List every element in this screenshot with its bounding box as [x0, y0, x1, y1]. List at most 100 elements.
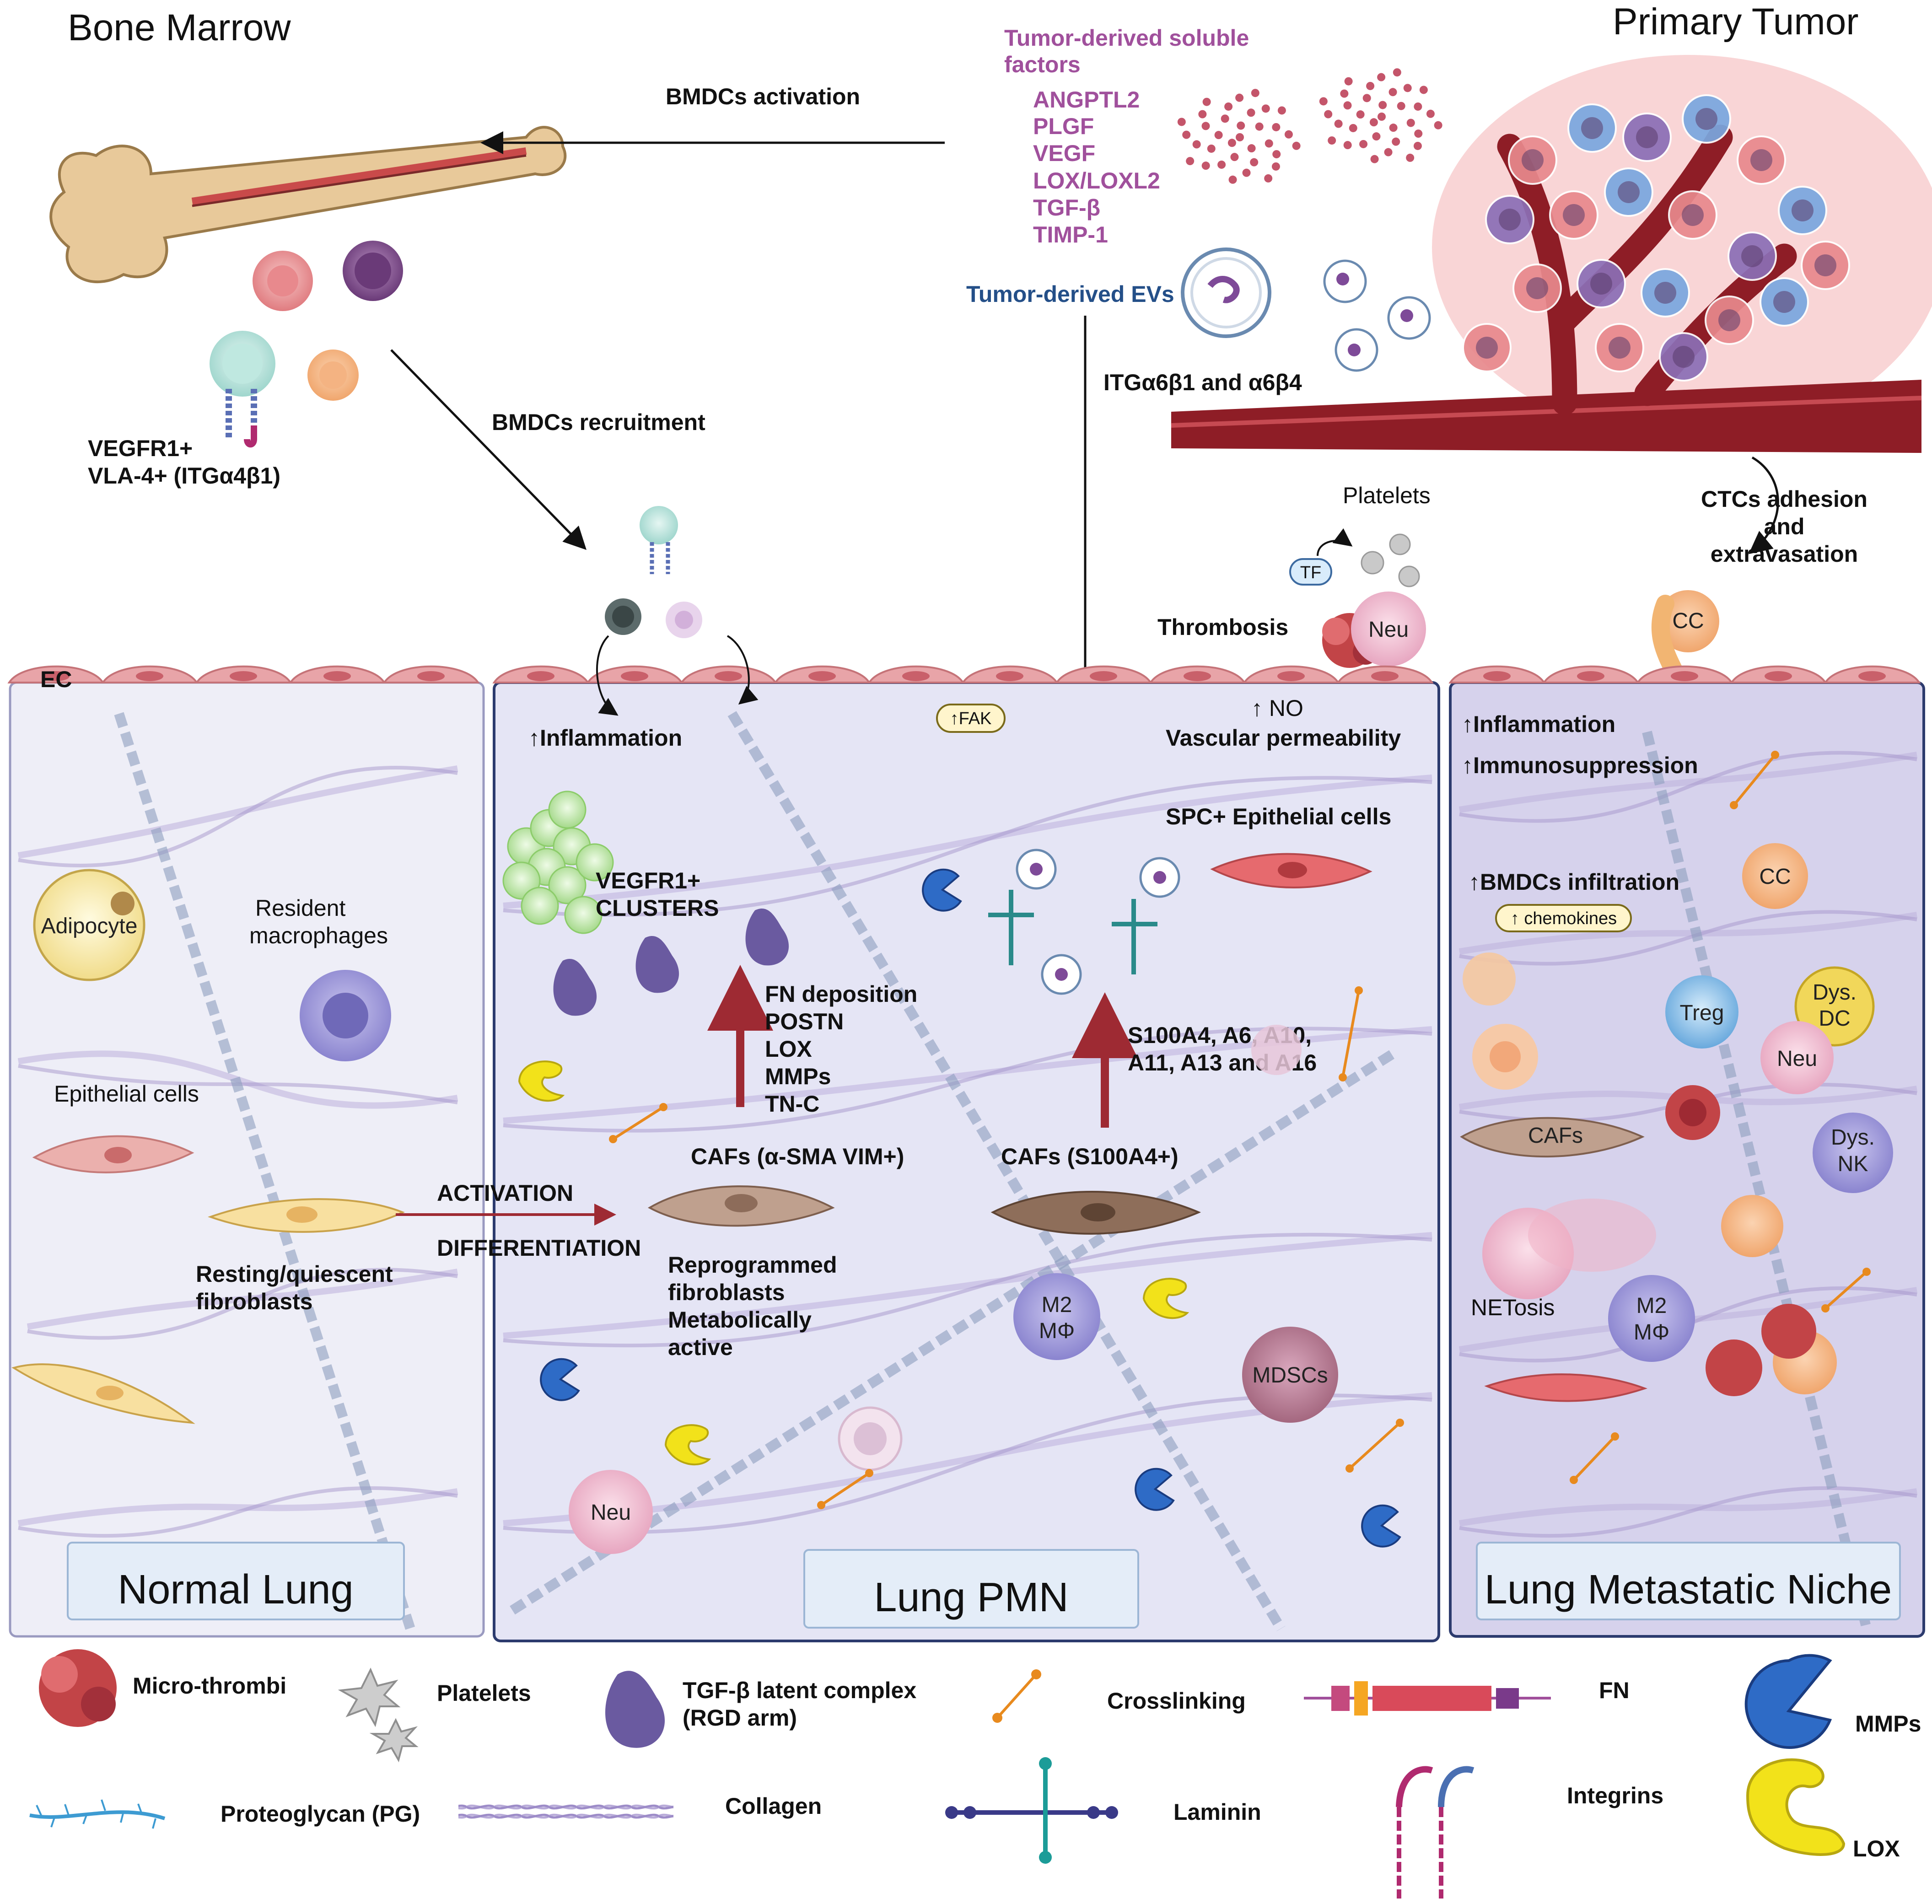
meta-inflammation-label: ↑Inflammation — [1462, 711, 1615, 737]
cafs-sma-label: CAFs (α-SMA VIM+) — [691, 1144, 904, 1169]
resident-macrophages-label-1: Resident — [255, 895, 345, 921]
lox-icons — [518, 1060, 1189, 1466]
integrins-label: ITGα6β1 and α6β4 — [1103, 370, 1302, 395]
fn-item-4: TN-C — [765, 1091, 819, 1117]
spc-epithelial-label: SPC+ Epithelial cells — [1166, 804, 1391, 829]
legend-fn: FN — [1599, 1678, 1630, 1703]
factor-vegf: VEGF — [1033, 140, 1095, 166]
legend-tgfb-1: TGF-β latent complex — [683, 1678, 916, 1703]
treg-cell — [1665, 975, 1738, 1049]
blood-vessel — [1171, 380, 1921, 453]
bmdcs-activation-label: BMDCs activation — [666, 84, 860, 109]
factor-lox: LOX/LOXL2 — [1033, 168, 1160, 194]
resting-fibroblasts-label-1: Resting/quiescent — [196, 1261, 393, 1287]
cc-top-label: CC — [1672, 609, 1704, 633]
legend-tgfb-icon — [605, 1671, 665, 1748]
bmdc-marker-vegfr1: VEGFR1+ — [88, 436, 193, 461]
tf-badge — [1289, 558, 1332, 586]
fak-label: ↑FAK — [950, 709, 992, 728]
primary-tumor-illustration — [1171, 55, 1932, 453]
factor-timp1: TIMP-1 — [1033, 222, 1108, 247]
fn-list: FN deposition POSTN LOX MMPs TN-C — [765, 981, 917, 1117]
lung-pmn-title: Lung PMN — [874, 1575, 1068, 1620]
legend-tgfb-2: (RGD arm) — [683, 1705, 797, 1731]
vegfr1-clusters-label-1: VEGFR1+ — [596, 868, 700, 893]
legend-proteoglycan: Proteoglycan (PG) — [221, 1801, 420, 1827]
legend-fn-icon — [1304, 1681, 1551, 1716]
ctcs-label-1: CTCs adhesion — [1701, 486, 1867, 512]
no-label: ↑ NO — [1251, 695, 1303, 721]
vla4-integrin-icon — [226, 389, 257, 439]
primary-tumor-heading: Primary Tumor — [1613, 1, 1859, 43]
soluble-factors-title-1: Tumor-derived soluble — [1004, 25, 1249, 51]
dys-nk-label-1: Dys. — [1831, 1125, 1875, 1150]
legend-integrins-icon — [1396, 1766, 1475, 1899]
resting-fibroblasts-label-2: fibroblasts — [196, 1289, 313, 1314]
ev-vesicle-icons — [1181, 247, 1431, 372]
pmn-m2-label-2: MΦ — [1039, 1319, 1075, 1343]
dys-dc-label-2: DC — [1819, 1006, 1850, 1031]
bmdcs-recruitment-label: BMDCs recruitment — [492, 409, 705, 435]
netosis-label: NETosis — [1471, 1295, 1555, 1320]
meta-cafs-label: CAFs — [1528, 1124, 1583, 1148]
legend-lox-icon — [1746, 1758, 1846, 1856]
legend-mmps-icon — [1744, 1654, 1832, 1749]
platelet-icons — [1361, 533, 1420, 587]
fak-badge — [936, 704, 1006, 733]
factor-tgfb: TGF-β — [1033, 195, 1100, 221]
resident-macrophages-label-2: macrophages — [249, 923, 388, 948]
bone-marrow-heading: Bone Marrow — [68, 7, 291, 48]
differentiation-label: DIFFERENTIATION — [437, 1235, 641, 1261]
tumor-evs-label: Tumor-derived EVs — [966, 281, 1174, 307]
fn-item-1: POSTN — [765, 1009, 844, 1034]
legend-proteoglycan-icon — [29, 1799, 166, 1829]
chemokines-badge — [1495, 904, 1632, 932]
treg-label: Treg — [1680, 1001, 1724, 1025]
chemokines-label: ↑ chemokines — [1511, 909, 1617, 928]
mdsc-label: MDSCs — [1252, 1363, 1328, 1388]
neutrophil-top — [1351, 592, 1426, 667]
legend-micro-thrombi: Micro-thrombi — [133, 1673, 286, 1699]
legend-micro-thrombi-icon — [39, 1649, 117, 1727]
lung-pmn-label-box — [803, 1549, 1139, 1629]
bone-icon — [49, 126, 567, 284]
dys-dc-label-1: Dys. — [1813, 980, 1857, 1005]
dys-nk-cell — [1813, 1113, 1893, 1193]
meta-cc-cell — [1742, 843, 1808, 909]
lung-metastatic-label-box — [1476, 1542, 1901, 1620]
soluble-factors-list: ANGPTL2 PLGF VEGF LOX/LOXL2 TGF-β TIMP-1 — [1033, 87, 1160, 247]
meta-neutrophil — [1760, 1021, 1834, 1094]
collagen-fibers — [17, 711, 1918, 1635]
platelets-label: Platelets — [1343, 483, 1431, 508]
neu-top-label: Neu — [1368, 618, 1409, 642]
vegfr1-clusters-label-2: CLUSTERS — [596, 895, 719, 921]
bmdcs-recruitment-arrow — [390, 349, 587, 550]
legend-collagen-icon — [458, 1802, 673, 1819]
crosslink-icons — [609, 751, 1871, 1509]
meta-neu-label: Neu — [1777, 1047, 1817, 1071]
dys-nk-label-2: NK — [1838, 1152, 1868, 1176]
reprogrammed-3: active — [668, 1334, 733, 1360]
ctcs-arrow — [1749, 456, 1779, 554]
meta-m2-macrophage — [1608, 1275, 1695, 1362]
legend-laminin-icon — [945, 1757, 1118, 1864]
legend-mmps: MMPs — [1855, 1711, 1921, 1737]
legend-lox: LOX — [1853, 1836, 1900, 1861]
thrombosis-label: Thrombosis — [1157, 614, 1288, 640]
legend: Micro-thrombi Platelets TGF-β latent com… — [29, 1649, 1921, 1899]
soluble-factors-title-2: factors — [1004, 52, 1081, 77]
bmdcs-infiltration-label: ↑BMDCs infiltration — [1469, 869, 1679, 895]
normal-lung-title: Normal Lung — [118, 1567, 353, 1613]
vegfr1-cluster — [502, 791, 614, 934]
soluble-factor-dots — [1177, 68, 1442, 184]
tgfb-latent-complex-icons — [553, 908, 789, 1016]
pmn-m2-label-1: M2 — [1042, 1293, 1072, 1317]
legend-laminin: Laminin — [1173, 1799, 1261, 1825]
pmn-inflammation-label: ↑Inflammation — [528, 725, 682, 751]
reprogrammed-list: Reprogrammed fibroblasts Metabolically a… — [668, 1252, 837, 1360]
immunosuppression-label: ↑Immunosuppression — [1462, 753, 1698, 778]
bmdc-marker-vla4: VLA-4+ (ITGα4β1) — [88, 463, 280, 489]
mmp-icons — [540, 868, 1401, 1548]
factor-angptl2: ANGPTL2 — [1033, 87, 1140, 113]
